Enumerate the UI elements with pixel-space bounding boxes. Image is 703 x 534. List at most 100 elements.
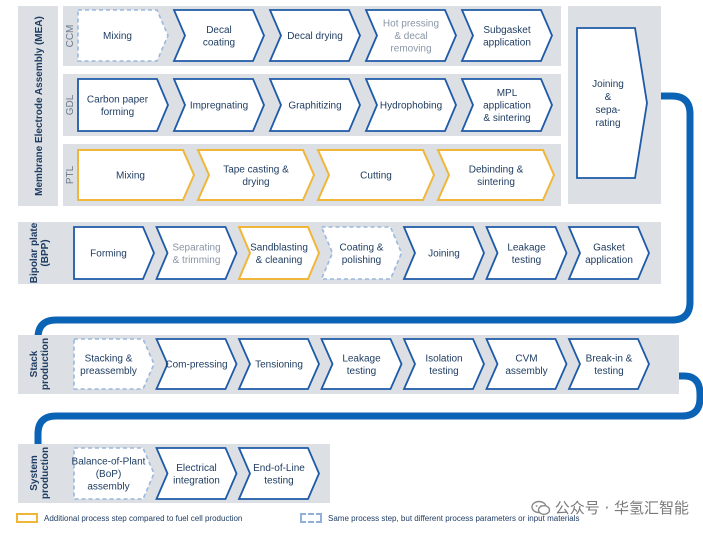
system-step-2-shape [155,447,238,500]
ptl-step-2-label: Tape casting &drying [223,164,289,188]
stack-step-2-label: Com-pressing [165,360,227,371]
bpp-step-2-label: Separating& trimming [172,242,220,266]
ccm-step-3: Decal drying [268,9,361,62]
gdl-step-1-shape [77,78,169,132]
mea-label-band [18,6,58,206]
ptl-step-3-label: Cutting [360,171,392,182]
svg-text:Stackproduction: Stackproduction [29,338,51,390]
legend-additional-swatch [16,513,38,523]
stack-step-1-label: Stacking &preassembly [80,353,137,377]
system-group-label: Systemproduction [29,447,51,499]
ptl-step-4-label: Debinding &sintering [469,164,524,188]
gdl-step-4: Hydrophobing [364,78,457,132]
stack-step-7: Break-in &testing [567,338,650,390]
svg-text:Bipolar plate(BPP): Bipolar plate(BPP) [29,222,51,283]
stack-group-label: Stackproduction [29,338,51,390]
bpp-step-5-label: Joining [428,249,460,260]
legend-same-swatch [300,513,322,523]
stack-step-3: Tensioning [237,338,320,390]
bpp-step-3-label: Sandblasting& cleaning [250,242,308,266]
bpp-step-7-shape [567,226,650,280]
bpp-step-5-shape [402,226,485,280]
watermark: 公众号 · 华氢汇智能 [530,497,689,518]
ccm-step-1: Mixing [77,9,169,62]
system-step-3-shape [237,447,320,500]
ptl-step-3: Cutting [316,149,436,201]
bpp-step-5: Joining [402,226,485,280]
gdl-step-3: Graphitizing [268,78,361,132]
stack-step-4-shape [320,338,403,390]
ptl-step-2: Tape casting &drying [196,149,316,201]
stack-step-7-label: Break-in &testing [586,353,633,377]
bpp-step-1-label: Forming [90,249,127,260]
joining-separating-step: Joining&sepa-rating [576,27,648,179]
bpp-step-3-shape [237,226,321,280]
bpp-step-1-shape [73,226,155,280]
stack-step-3-shape [237,338,320,390]
joining-separating-shape [576,27,648,179]
stack-step-6-shape [485,338,568,390]
gdl-step-4-shape [364,78,457,132]
ptl-step-1: Mixing [77,149,196,201]
svg-text:Systemproduction: Systemproduction [29,447,51,499]
stack-step-7-shape [567,338,650,390]
ccm-step-2-shape [172,9,265,62]
system-step-1-shape [73,447,155,500]
ptl-step-2-shape [196,149,316,201]
gdl-step-5-shape [460,78,553,132]
mea-group-label: Membrane Electrode Assembly (MEA) [34,16,45,196]
gdl-step-3-shape [268,78,361,132]
stack-step-1: Stacking &preassembly [73,338,155,390]
watermark-text: 公众号 · 华氢汇智能 [554,499,689,517]
ccm-step-1-shape [77,9,169,62]
system-step-1: Balance-of-Plant(BoP)assembly [72,447,155,500]
bpp-step-4-shape [320,226,403,280]
bpp-group-label: Bipolar plate(BPP) [29,222,51,283]
legend-same-text: Same process step, but different process… [328,514,580,523]
ptl-step-3-shape [316,149,436,201]
stack-step-5-shape [402,338,485,390]
gdl-step-2-shape [172,78,265,132]
gdl-step-2: Impregnating [172,78,265,132]
ccm-step-3-label: Decal drying [287,31,343,42]
ccm-step-3-shape [268,9,361,62]
flow-connector-line [34,92,703,452]
ptl-row-label: PTL [65,165,76,184]
legend-additional-text: Additional process step compared to fuel… [44,514,243,523]
bpp-step-2: Separating& trimming [155,226,238,280]
gdl-step-3-label: Graphitizing [288,101,341,112]
bpp-step-2-shape [155,226,238,280]
ccm-step-1-label: Mixing [103,31,132,42]
bpp-step-3: Sandblasting& cleaning [237,226,321,280]
gdl-step-4-label: Hydrophobing [380,101,442,112]
bpp-step-1: Forming [73,226,155,280]
ccm-row-label: CCM [65,25,76,48]
bpp-step-4-label: Coating &polishing [340,242,384,266]
ptl-step-4: Debinding &sintering [436,149,556,201]
stack-step-2: Com-pressing [155,338,238,390]
